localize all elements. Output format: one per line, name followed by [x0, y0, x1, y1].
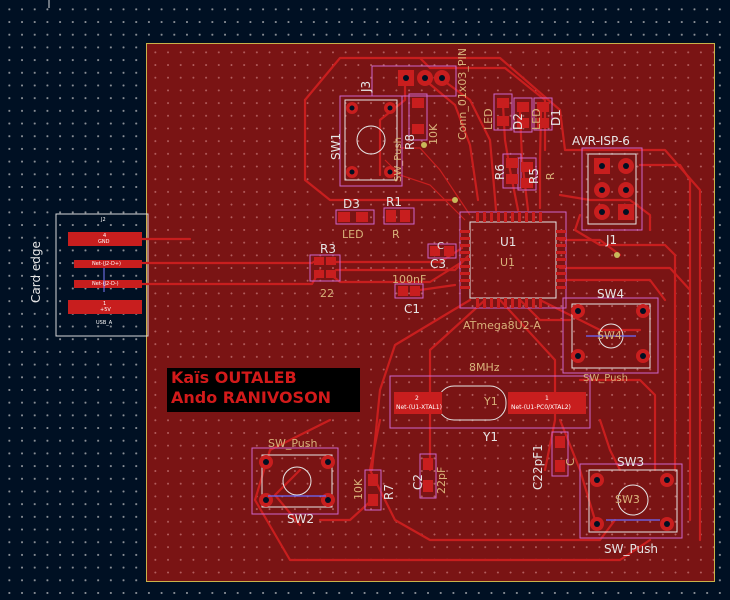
sw4-ref: SW4 — [597, 287, 625, 301]
r8-value: 10K — [427, 123, 440, 145]
c3-label: C — [437, 241, 444, 252]
usb-pin1-num: 1 — [103, 301, 107, 307]
j3-value: Conn_01x03_PIN — [456, 48, 469, 140]
r5-value: R — [544, 172, 557, 180]
crystal-freq: 8MHz — [469, 361, 500, 374]
c2-value: 22pF — [435, 466, 448, 494]
usb-pin3-net: Net-(J2-D+) — [92, 261, 121, 267]
cf1-ref: C22pF1 — [531, 444, 545, 490]
author-line-2: Ando RANIVOSON — [171, 388, 332, 407]
r7-ref: R7 — [382, 484, 396, 500]
r3-ref: R3 — [320, 242, 336, 256]
sw3-value: SW_Push — [604, 542, 658, 556]
c1-ref: C1 — [404, 302, 421, 316]
c3-ref: C3 — [430, 257, 447, 271]
r1-value: R — [392, 228, 400, 241]
r3-value: 22 — [320, 287, 334, 300]
sw1-ref: SW1 — [329, 132, 343, 160]
sw2-ref: SW2 — [287, 512, 315, 526]
y1-pin1-num: 2 — [415, 395, 419, 402]
y1-pin2-num: 1 — [545, 395, 549, 402]
author-line-1: Kaïs OUTALEB — [171, 368, 297, 387]
d1-value: LED — [530, 108, 543, 130]
y1-pin2-net: Net-(U1-PC0/XTAL2) — [511, 404, 571, 411]
board-outline[interactable] — [146, 43, 715, 582]
author-block: Kaïs OUTALEB Ando RANIVOSON — [167, 368, 360, 412]
r5-ref: R5 — [527, 168, 541, 184]
usb-pin4-num: 4 — [103, 233, 107, 239]
r7-value: 10K — [352, 478, 365, 500]
y1-ref: Y1 — [483, 430, 498, 444]
r8-ref: R8 — [403, 134, 417, 150]
d3-ref: D3 — [343, 197, 360, 211]
sw2-value: SW_Push — [268, 437, 318, 450]
usb-pad-1 — [68, 300, 142, 314]
j1-ref: J1 — [606, 233, 618, 247]
u1-fab: U1 — [500, 256, 516, 269]
usb-pad-2 — [74, 280, 142, 288]
c1-value: 100nF — [392, 273, 427, 286]
usb-pin1-net: +5V — [100, 307, 111, 313]
sw4-value: SW_Push — [583, 373, 628, 384]
usb-ref: J2 — [101, 217, 106, 223]
usb-pin2-net: Net-(J2-D-) — [92, 281, 119, 287]
sw3-ref: SW3 — [617, 455, 645, 469]
d3-value: LED — [342, 228, 364, 241]
usb-pad-4 — [68, 232, 142, 246]
isp-value: AVR-ISP-6 — [572, 134, 630, 148]
d2-ref: D2 — [511, 113, 525, 130]
c2-ref: C2 — [411, 473, 425, 490]
usb-value: USB_A — [96, 320, 113, 326]
y1-fab: Y1 — [484, 395, 498, 408]
sw3-fab: SW3 — [615, 493, 640, 506]
u1-ref: U1 — [500, 235, 517, 249]
j3-ref: J3 — [359, 80, 373, 92]
y1-pin1-net: Net-(U1-XTAL1) — [396, 404, 442, 411]
card-edge-outline — [55, 213, 149, 337]
d2-value: LED — [482, 108, 495, 130]
usb-pad-3 — [74, 260, 142, 268]
cf1-label: C — [564, 458, 577, 466]
d1-ref: D1 — [549, 109, 563, 126]
sw4-fab: SW4 — [597, 329, 622, 342]
usb-pin4-net: GND — [98, 239, 110, 245]
u1-value: ATmega8U2-A — [463, 319, 541, 332]
r6-ref: R6 — [493, 164, 507, 180]
card-edge-label: Card edge — [29, 241, 43, 303]
r1-ref: R1 — [386, 195, 402, 209]
